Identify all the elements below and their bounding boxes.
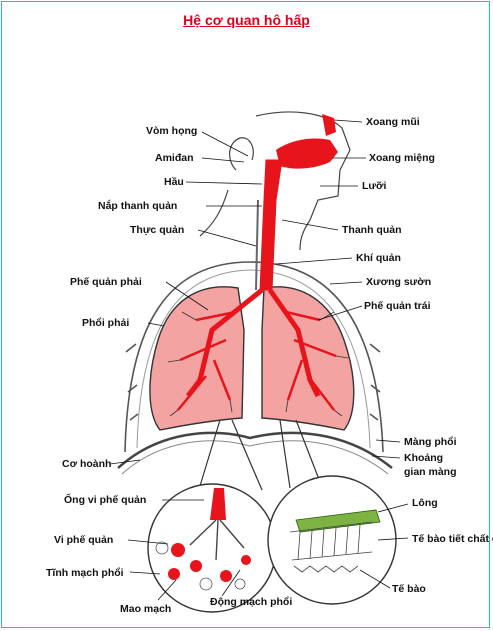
label-dong-mach-phoi: Động mạch phổi <box>210 596 292 608</box>
label-luoi: Lưỡi <box>362 180 386 192</box>
label-tinh-mach-phoi: Tĩnh mạch phổi <box>46 567 124 579</box>
right-lung <box>150 287 244 430</box>
label-vi-phe-quan: Vi phế quản <box>54 534 113 546</box>
label-mang-phoi: Màng phổi <box>404 436 457 448</box>
label-phe-quan-phai: Phế quản phải <box>70 276 142 288</box>
left-lung <box>262 287 354 430</box>
label-thuc-quan: Thực quản <box>130 224 184 236</box>
esophagus <box>256 200 258 290</box>
label-amidan: Amiđan <box>155 152 194 164</box>
label-nap-thanh-quan: Nắp thanh quản <box>98 199 177 212</box>
label-phoi-phai: Phổi phải <box>82 317 129 329</box>
nasal-cavity <box>276 138 338 168</box>
label-thanh-quan: Thanh quản <box>342 224 402 236</box>
label-xoang-mui: Xoang mũi <box>366 116 420 128</box>
label-te-bao: Tế bào <box>392 583 426 595</box>
alveoli-zoom-circle <box>148 484 276 612</box>
label-khoang: Khoảng <box>404 452 443 464</box>
label-co-hoanh: Cơ hoành <box>62 458 111 470</box>
label-mao-mach: Mao mạch <box>120 603 171 615</box>
label-hau: Hầu <box>164 176 184 188</box>
label-khi-quan: Khí quản <box>356 252 401 264</box>
label-vom-hong: Vòm họng <box>146 125 197 137</box>
nose-tip <box>322 114 336 136</box>
label-gian-mang: gian màng <box>404 466 457 478</box>
label-long: Lông <box>412 497 438 509</box>
label-xoang-mieng: Xoang miệng <box>369 152 435 164</box>
label-xuong-suon: Xương sườn <box>366 276 431 288</box>
label-te-bao-tiet-chat-day: Tế bào tiết chất dày <box>412 533 493 545</box>
cilia-zoom-circle <box>268 476 396 604</box>
label-ong-vi-phe-quan: Ống vi phế quản <box>64 492 146 506</box>
label-phe-quan-trai: Phế quản trái <box>364 300 431 312</box>
